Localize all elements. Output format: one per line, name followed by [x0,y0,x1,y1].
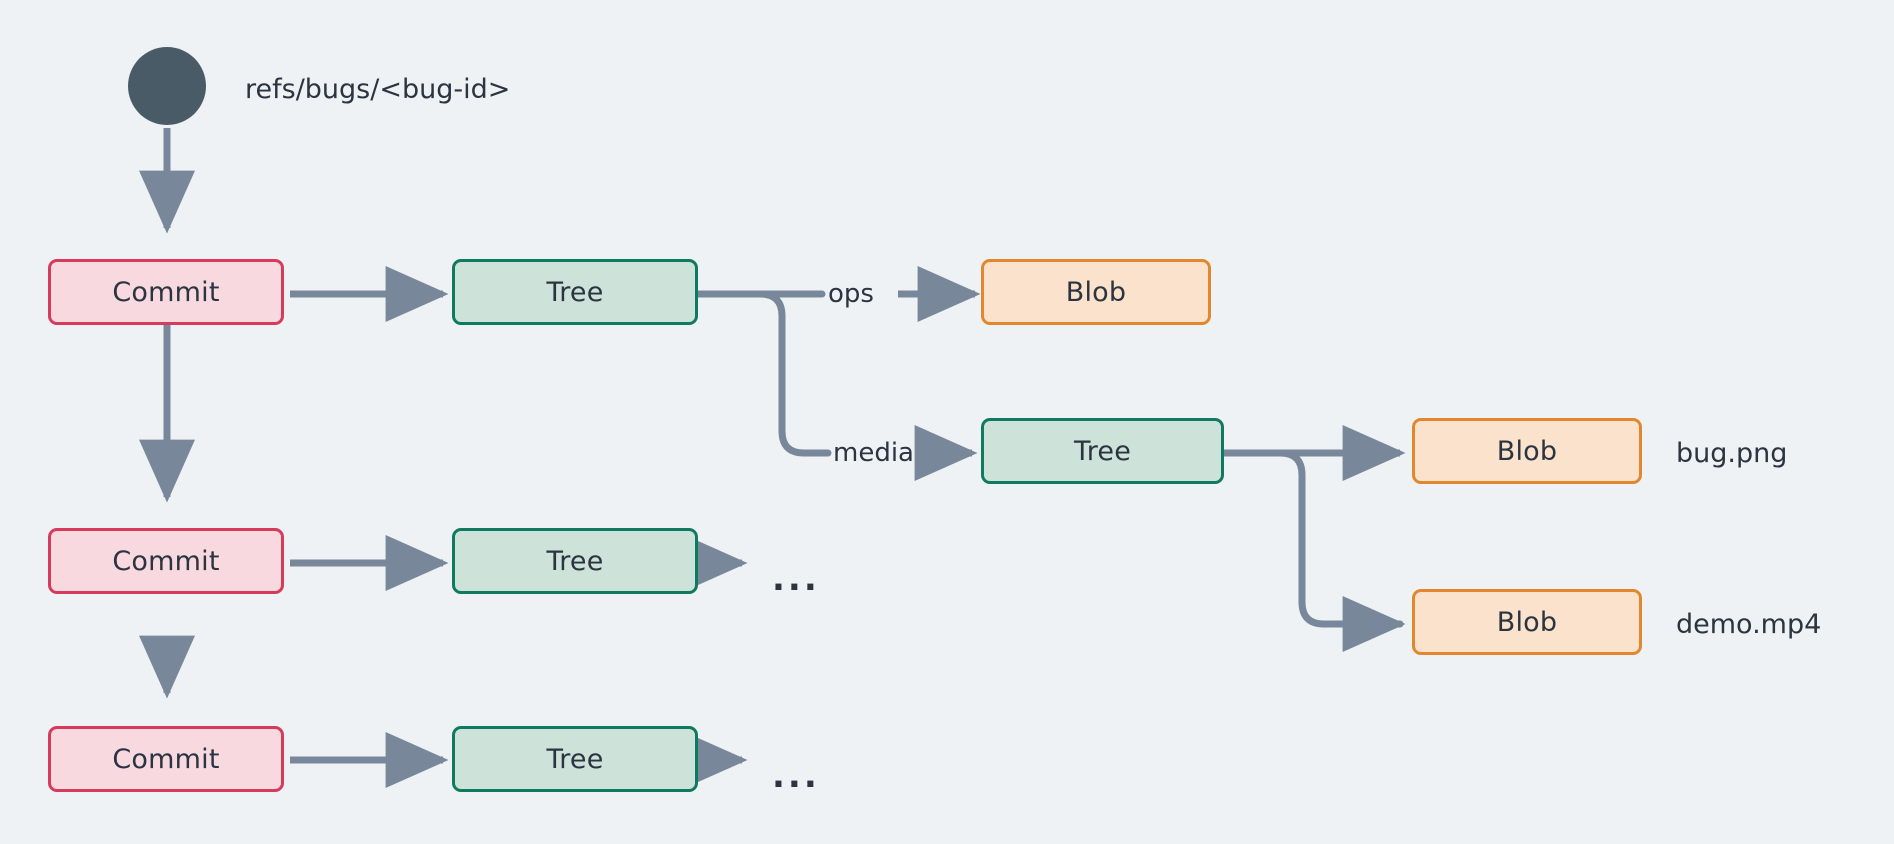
edge-tree1-to-media [693,290,832,457]
blob-node-demo-mp4-label: Blob [1496,606,1558,638]
tree-node-2-label: Tree [546,545,604,577]
blob-node-ops-label: Blob [1065,276,1127,308]
commit-node-2-label: Commit [112,545,220,577]
ref-label: refs/bugs/<bug-id> [245,74,511,105]
tree-node-2[interactable]: Tree [452,528,698,594]
tree-node-media[interactable]: Tree [981,418,1224,484]
ref-pointer-dot[interactable] [128,47,206,125]
file-label-demo-mp4: demo.mp4 [1676,609,1822,640]
ellipsis-tree-3: ... [772,756,820,796]
edge-label-ops: ops [828,279,874,309]
file-label-bug-png: bug.png [1676,438,1788,469]
ellipsis-tree-2: ... [772,559,820,599]
blob-node-bug-png-label: Blob [1496,435,1558,467]
tree-node-3-label: Tree [546,743,604,775]
tree-node-1-label: Tree [546,276,604,308]
tree-node-3[interactable]: Tree [452,726,698,792]
tree-node-1[interactable]: Tree [452,259,698,325]
blob-node-bug-png[interactable]: Blob [1412,418,1642,484]
edge-label-media: media [833,438,914,468]
commit-node-2[interactable]: Commit [48,528,284,594]
commit-node-3[interactable]: Commit [48,726,284,792]
commit-node-1-label: Commit [112,276,220,308]
tree-node-media-label: Tree [1073,435,1132,467]
blob-node-demo-mp4[interactable]: Blob [1412,589,1642,655]
commit-node-1[interactable]: Commit [48,259,284,325]
edge-tree4-to-blob-demomp4 [1220,449,1406,652]
blob-node-ops[interactable]: Blob [981,259,1211,325]
commit-node-3-label: Commit [112,743,220,775]
